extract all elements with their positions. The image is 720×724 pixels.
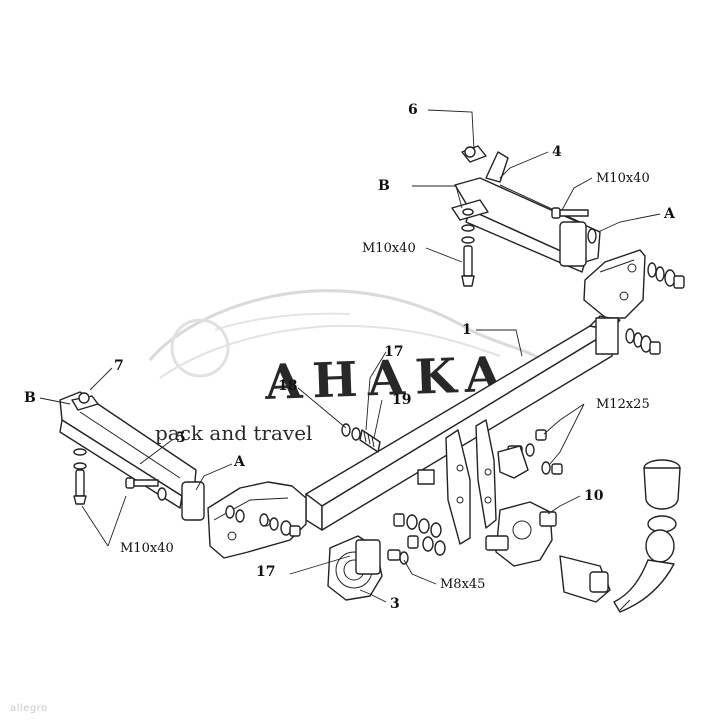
- bolt-m8x45: [387, 549, 409, 565]
- label-point-b-left: B: [24, 390, 36, 406]
- label-part-18: 18: [278, 378, 297, 394]
- top-bolt-stack: [451, 145, 489, 287]
- left-side-plate: [207, 481, 307, 559]
- label-part-7: 7: [114, 358, 124, 374]
- washer-spring-18-19: [341, 423, 381, 453]
- right-bolt-m10x40: [551, 207, 597, 244]
- label-part-19: 19: [392, 392, 411, 408]
- credit-watermark: allegro: [10, 703, 48, 714]
- label-bolt-m10x40-left: M10x40: [120, 541, 174, 556]
- label-point-b-right: B: [378, 178, 390, 194]
- left-bottom-bolt-stack: [73, 448, 87, 505]
- label-part-1: 1: [462, 322, 472, 338]
- label-part-10: 10: [584, 488, 604, 504]
- label-part-17-top: 17: [384, 344, 403, 360]
- label-part-4: 4: [552, 144, 562, 160]
- label-part-3: 3: [390, 596, 400, 612]
- leader-lines: [39, 109, 661, 603]
- right-nut-stack-top: [647, 262, 685, 289]
- label-bolt-m8x45: M8x45: [440, 577, 485, 592]
- watermark-tagline: pack and travel: [155, 421, 312, 445]
- label-part-6: 6: [408, 102, 418, 118]
- watermark: AHAKA pack and travel: [148, 289, 546, 445]
- label-point-a-left: A: [233, 454, 246, 470]
- right-side-plate: [583, 249, 646, 319]
- left-side-bolt: [125, 477, 167, 501]
- left-nut-stack: [225, 505, 301, 537]
- labels: 6 4 B M10x40 A M10x40 1 17 7 18 19 B M12…: [24, 102, 676, 612]
- label-bolt-m10x40-mid-right: M10x40: [362, 241, 416, 256]
- label-bolt-m10x40-top-right: M10x40: [596, 171, 650, 186]
- label-bolt-m12x25: M12x25: [596, 397, 650, 412]
- label-part-17-bottom: 17: [256, 564, 275, 580]
- label-point-a-right: A: [663, 206, 676, 222]
- center-mount-plates: [417, 419, 497, 545]
- socket-plate-3: [327, 535, 383, 601]
- right-bracket-4: [454, 151, 601, 273]
- bolts-m12x25: [497, 429, 563, 479]
- center-bolt-stack: [393, 513, 446, 556]
- right-nut-stack-bottom: [625, 328, 661, 355]
- left-top-bolt-7: [78, 392, 90, 404]
- electrical-socket-10: [485, 501, 611, 603]
- main-crossbar-1: [305, 315, 621, 531]
- label-part-5: 5: [176, 430, 186, 446]
- ball-hitch: [613, 459, 681, 613]
